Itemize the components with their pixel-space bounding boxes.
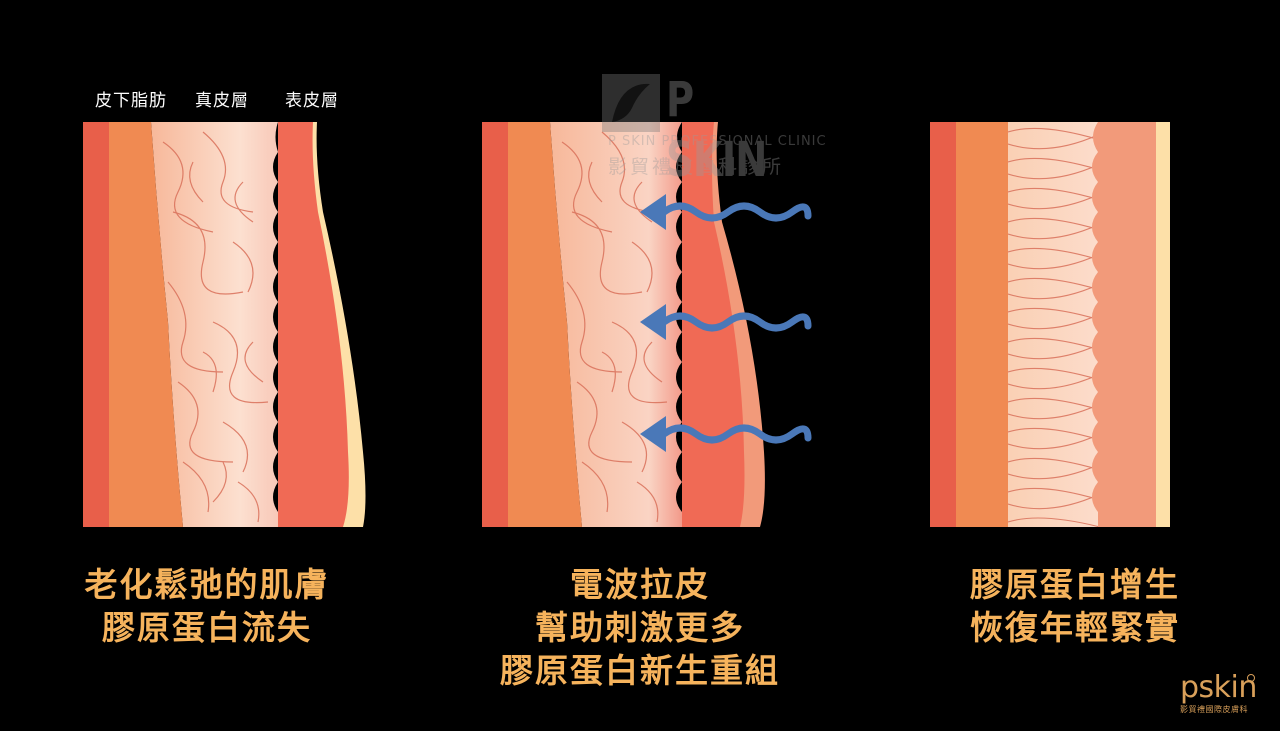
clinic-watermark: P SKIN P SKIN PROFESSIONAL CLINIC 影貿禮皮膚科… <box>600 70 826 188</box>
caption-line: 幫助刺激更多 <box>535 608 745 647</box>
caption-rf-lifting: 電波拉皮 幫助刺激更多 膠原蛋白新生重組 <box>480 563 800 692</box>
watermark-brand: P SKIN <box>666 72 767 188</box>
epidermis-layer <box>278 122 349 527</box>
caption-line: 老化鬆弛的肌膚 <box>84 565 330 604</box>
pskin-logo: pskin 影貿禮國際皮膚科 <box>1180 672 1270 722</box>
label-epidermis: 表皮層 <box>285 91 339 111</box>
collagen-fibers-dense <box>1008 127 1098 527</box>
caption-line: 電波拉皮 <box>570 565 710 604</box>
fat-outer-layer <box>482 122 508 527</box>
caption-line: 恢復年輕緊實 <box>970 608 1180 647</box>
dermis-layer <box>151 122 278 527</box>
fat-inner-layer <box>952 122 1008 527</box>
watermark-subtitle: P SKIN PROFESSIONAL CLINIC <box>608 134 827 149</box>
collagen-fibers-sparse <box>162 131 269 523</box>
label-dermis: 真皮層 <box>195 91 249 111</box>
fat-inner-layer <box>105 122 183 527</box>
aging-skin-diagram <box>83 122 373 527</box>
collagen-regenerated-diagram <box>930 122 1170 527</box>
epidermis-layer <box>1090 122 1156 527</box>
caption-line: 膠原蛋白增生 <box>970 565 1180 604</box>
panel-collagen-regenerated <box>930 122 1170 527</box>
fat-outer-layer <box>83 122 109 527</box>
skin-surface-layer <box>1155 122 1170 527</box>
rf-lifting-diagram <box>482 122 812 527</box>
watermark-chinese-name: 影貿禮皮膚科診所 <box>608 156 785 178</box>
logo-brand: pskin <box>1180 670 1257 705</box>
fat-outer-layer <box>930 122 956 527</box>
logo-subtitle: 影貿禮國際皮膚科 <box>1180 705 1248 714</box>
label-subcutaneous-fat: 皮下脂肪 <box>95 91 167 111</box>
collagen-fibers-sparse <box>561 131 668 523</box>
caption-line: 膠原蛋白流失 <box>102 608 312 647</box>
caption-aging-skin: 老化鬆弛的肌膚 膠原蛋白流失 <box>62 563 352 649</box>
clinic-emblem-icon <box>602 74 660 132</box>
caption-line: 膠原蛋白新生重組 <box>500 651 780 690</box>
rf-arrowhead-3 <box>640 416 666 452</box>
rf-wave-arrow-3 <box>660 424 812 444</box>
caption-collagen-regenerated: 膠原蛋白增生 恢復年輕緊實 <box>935 563 1215 649</box>
fat-inner-layer <box>504 122 582 527</box>
rf-arrowhead-1 <box>640 194 666 230</box>
rf-arrowhead-2 <box>640 304 666 340</box>
logo-dot-icon <box>1247 674 1255 682</box>
rf-wave-arrow-2 <box>660 312 812 332</box>
panel-rf-lifting <box>482 122 812 527</box>
panel-aging-skin <box>83 122 373 527</box>
